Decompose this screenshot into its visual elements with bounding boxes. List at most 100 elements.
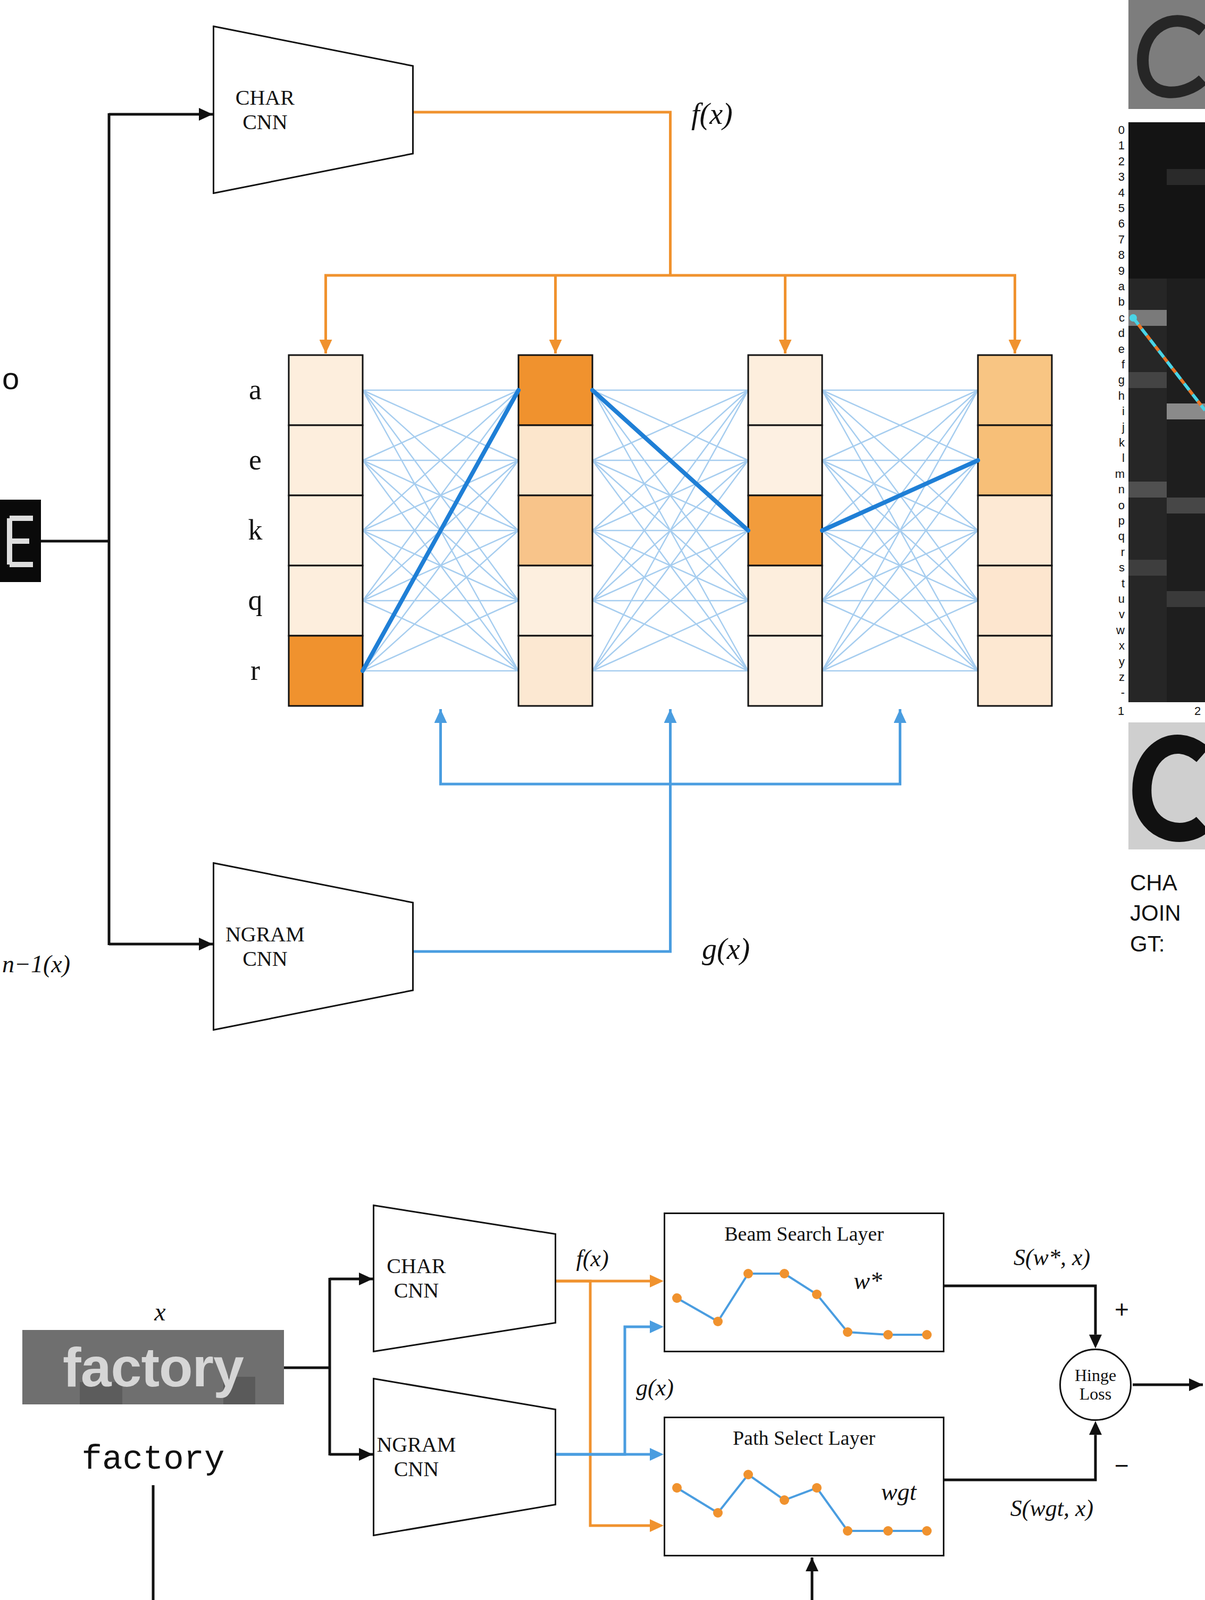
score-cell <box>748 495 823 566</box>
plot-dot <box>779 1495 790 1506</box>
plot-dot <box>883 1526 893 1537</box>
layer-box: Beam Search Layer w* <box>663 1212 945 1353</box>
arrow <box>109 943 213 947</box>
character-label: r <box>250 655 261 687</box>
sign-label: + <box>1114 1296 1129 1324</box>
arrowhead <box>649 1275 664 1288</box>
path-symbol: wgt <box>881 1478 917 1508</box>
transition-lines <box>822 390 978 672</box>
arrowhead <box>1089 1335 1102 1350</box>
score-cell <box>518 495 593 566</box>
plot-dot <box>672 1293 682 1304</box>
connector-line <box>944 1435 1096 1481</box>
training-input <box>22 1330 284 1405</box>
plot-dot <box>922 1330 932 1341</box>
score-cell <box>748 565 823 637</box>
score-cell <box>518 565 593 637</box>
character-label: q <box>248 584 263 617</box>
connector <box>944 1286 1102 1350</box>
axis-tick: h <box>1118 389 1125 403</box>
heatmap-cell <box>1128 372 1167 389</box>
node-label: CHAR CNN <box>373 1254 459 1304</box>
best-path <box>362 390 978 672</box>
heatmap-cells <box>1166 278 1205 703</box>
ground-truth-text: factory <box>81 1441 225 1479</box>
path-symbol: w* <box>853 1267 883 1296</box>
image-crop <box>1128 722 1205 850</box>
decoded-path <box>1133 318 1205 411</box>
axis-tick: q <box>1118 530 1125 543</box>
plot-dot <box>812 1483 822 1494</box>
wire <box>413 112 671 276</box>
axis-tick: 4 <box>1118 186 1125 200</box>
arrow <box>413 709 671 952</box>
cnn-trapezoid: CHAR CNN <box>212 25 414 195</box>
wire <box>328 1278 332 1456</box>
axis-tick: b <box>1118 295 1125 309</box>
cropped-text: o <box>2 361 20 396</box>
axis-tick: l <box>1122 452 1125 465</box>
word-image <box>22 1330 284 1405</box>
axis-tick: 7 <box>1118 233 1125 247</box>
axis-tick: c <box>1118 311 1125 325</box>
cropped-text: JOIN <box>1130 901 1182 926</box>
trapezoid-shape <box>373 1379 556 1537</box>
image-glyph <box>1142 20 1203 92</box>
arrow <box>554 275 557 354</box>
axis-tick: o <box>1118 499 1125 513</box>
plot-line <box>676 1274 927 1336</box>
edge-label: S(wgt, x) <box>1008 1496 1096 1522</box>
cnn-trapezoid: NGRAM CNN <box>372 1378 557 1537</box>
heatmap-cell <box>1128 481 1167 498</box>
wire <box>283 1367 330 1370</box>
plot-dots <box>672 1470 932 1537</box>
image-glyph <box>9 518 33 565</box>
connector-line <box>944 1286 1096 1336</box>
node-label: NGRAM CNN <box>373 1433 459 1483</box>
node-label: Hinge Loss <box>1068 1366 1123 1404</box>
wire <box>324 274 1017 278</box>
score-cell <box>518 636 593 707</box>
plot-line <box>676 1475 927 1532</box>
edge-label: g(x) <box>633 1375 676 1402</box>
axis-tick: 0 <box>1118 123 1125 137</box>
axis-tick: e <box>1118 342 1125 356</box>
axis-tick: y <box>1118 655 1125 669</box>
heatmap-cell <box>1128 559 1167 576</box>
score-cell <box>518 425 593 496</box>
score-cell <box>288 425 363 496</box>
arrow <box>783 275 787 354</box>
loss-circle: Hinge Loss <box>1059 1349 1132 1422</box>
axis-tick: 6 <box>1118 217 1125 231</box>
arrowhead <box>649 1448 664 1462</box>
crop-images <box>1128 0 1205 850</box>
plot-dot <box>713 1317 723 1327</box>
score-cell <box>288 355 363 426</box>
beam-path-plot <box>672 1269 932 1341</box>
node-label: NGRAM CNN <box>222 922 308 972</box>
wire <box>152 1485 155 1600</box>
axis-tick: u <box>1118 592 1125 606</box>
sign-label: − <box>1114 1452 1129 1480</box>
arrow <box>439 709 442 785</box>
plot-dot <box>842 1327 853 1338</box>
path-segment <box>822 460 978 531</box>
arrowhead <box>649 1320 664 1334</box>
axis-tick: j <box>1122 421 1125 434</box>
box-title: Beam Search Layer <box>724 1223 884 1247</box>
score-cell <box>518 355 593 426</box>
node-label: CHAR CNN <box>222 85 308 135</box>
axis-tick: a <box>1118 280 1125 294</box>
arrowhead <box>649 1519 664 1533</box>
lattice-cells <box>288 355 1052 707</box>
plot-dot <box>672 1483 682 1494</box>
arrow <box>109 113 213 116</box>
score-cell <box>748 636 823 707</box>
axis-tick: 3 <box>1118 170 1125 184</box>
axis-tick: z <box>1118 671 1125 684</box>
lattice-links <box>362 390 978 672</box>
trapezoid-shape <box>213 863 414 1031</box>
transition-lines <box>592 390 749 672</box>
heatmap-cell <box>1166 591 1205 608</box>
cropped-text: CHA <box>1130 871 1178 896</box>
